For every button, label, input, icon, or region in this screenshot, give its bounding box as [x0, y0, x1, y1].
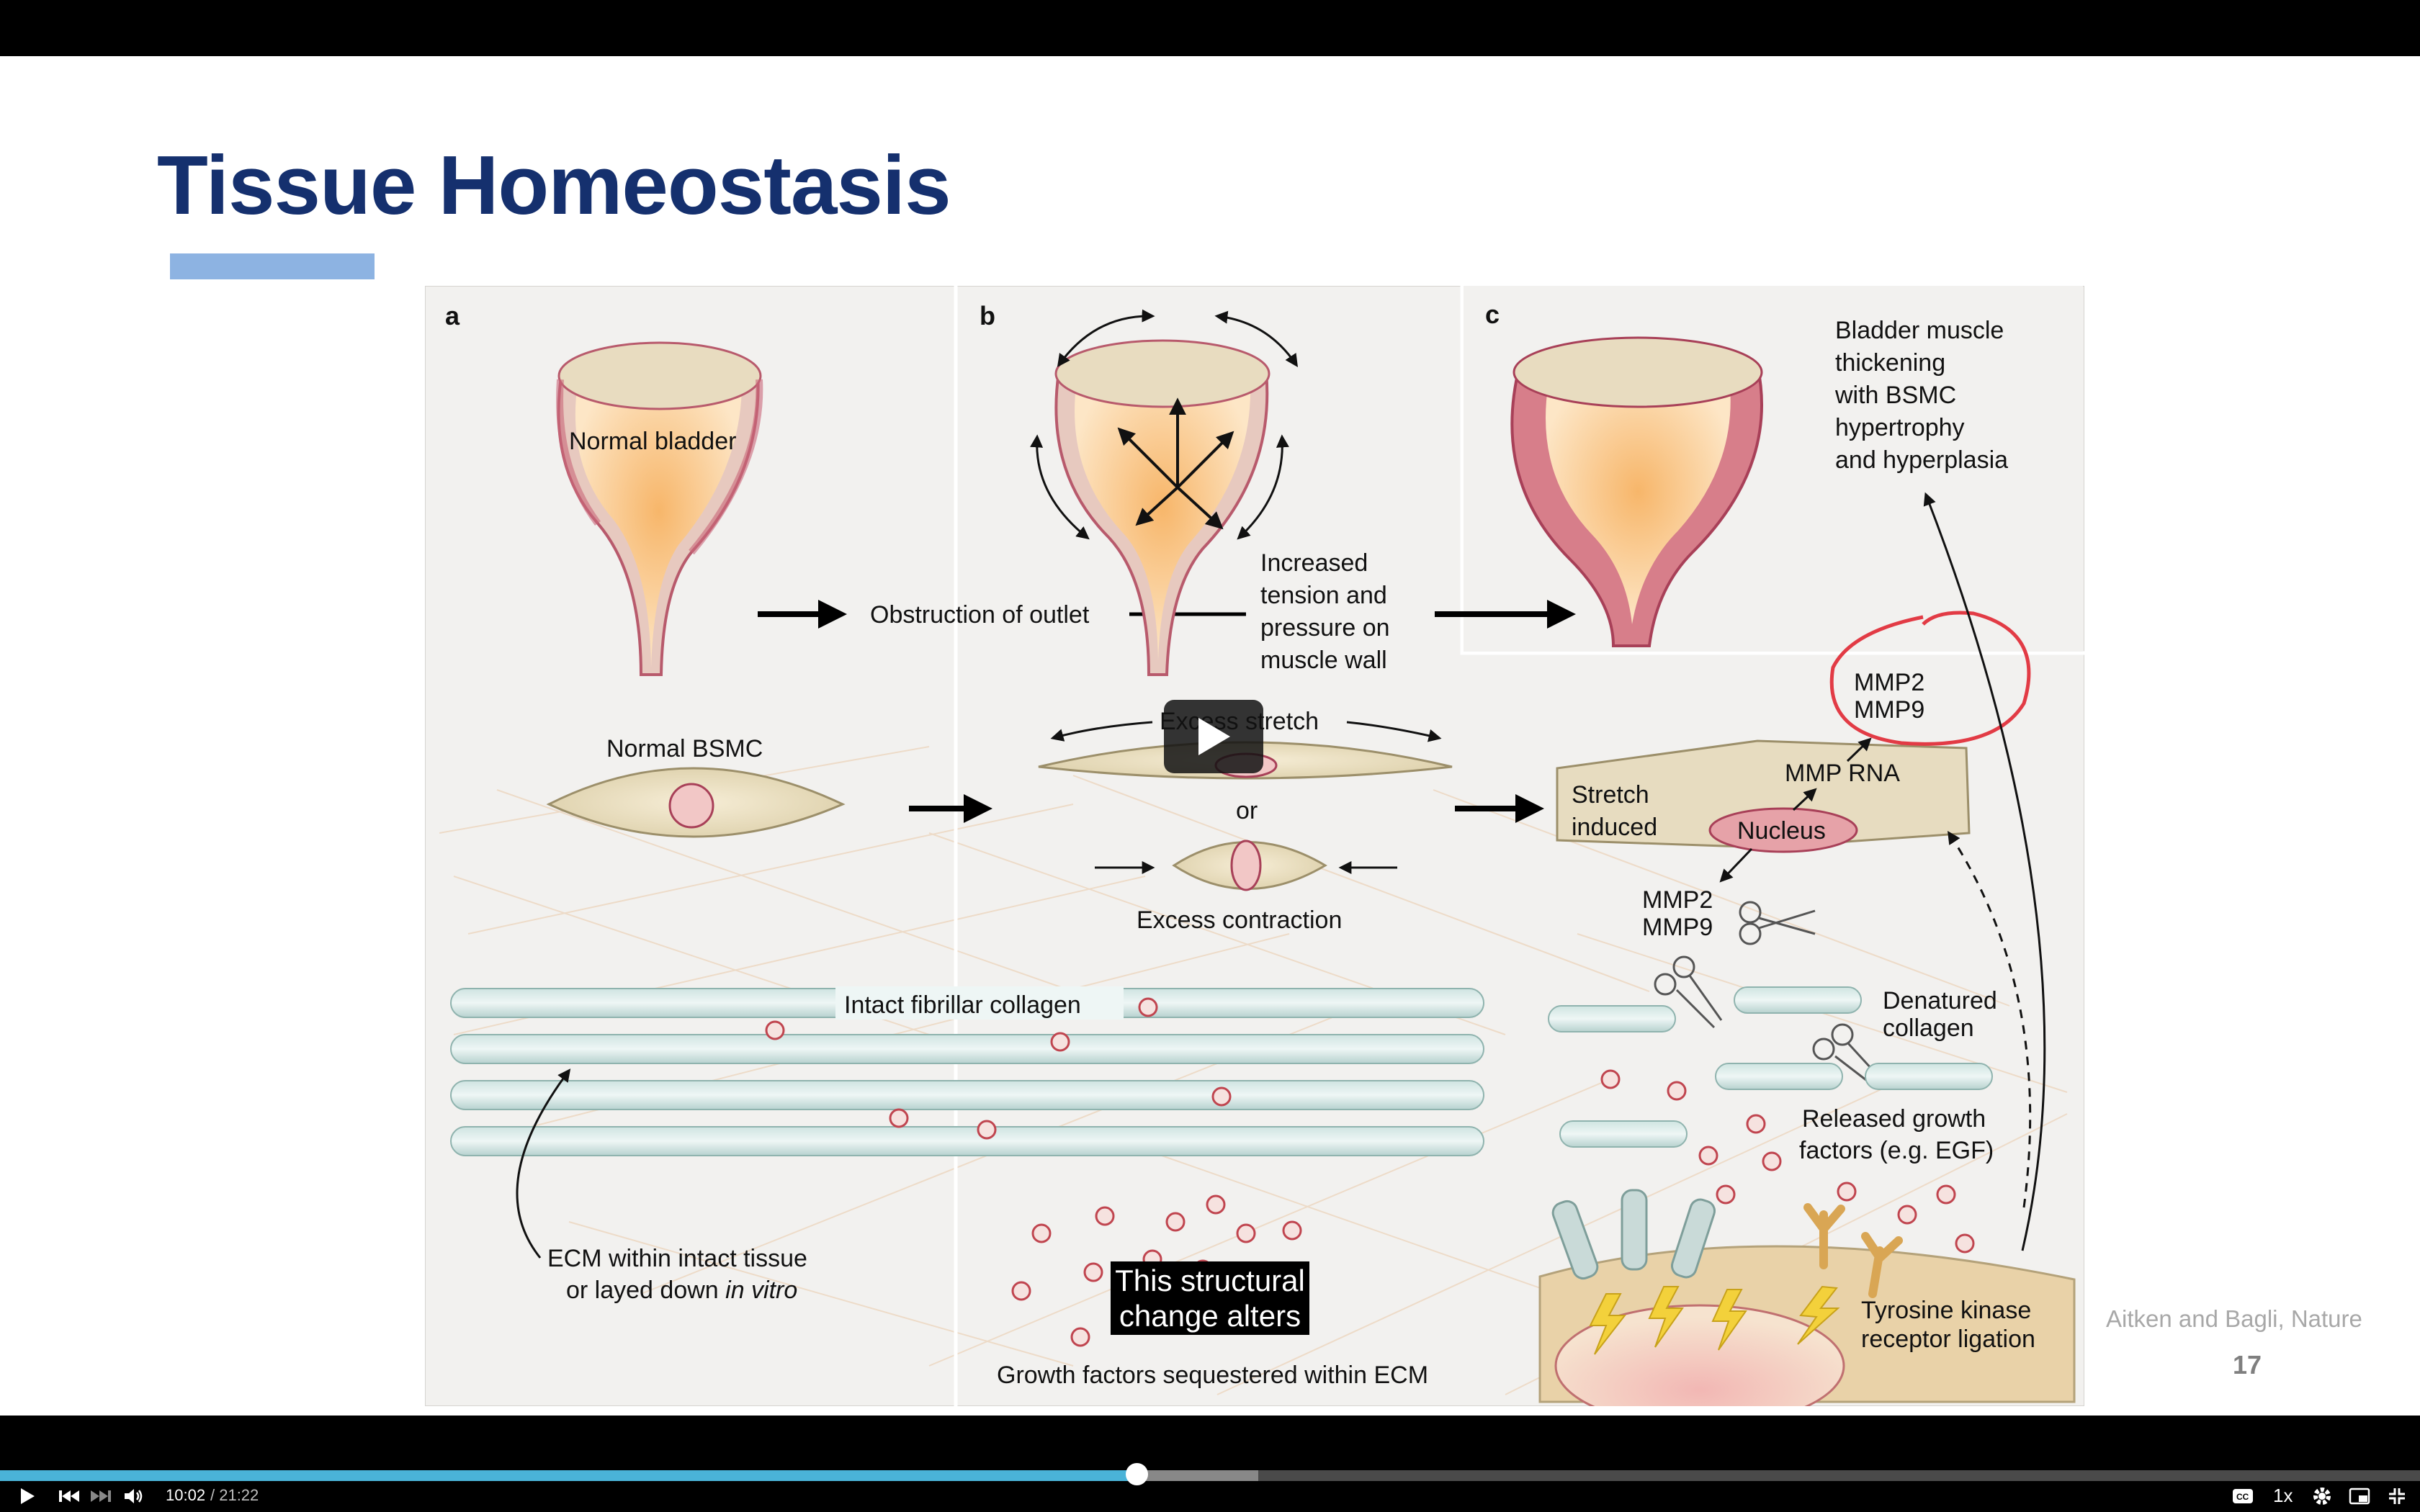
- tyrosine-kinase-receptors: Tyrosine kinase receptor ligation: [1538, 1189, 2076, 1406]
- svg-text:induced: induced: [1572, 814, 1657, 841]
- feedback-arrow: [1923, 492, 2046, 1251]
- excess-contraction-label: Excess contraction: [1137, 906, 1342, 934]
- svg-text:MMP9: MMP9: [1642, 914, 1713, 941]
- svg-text:and hyperplasia: and hyperplasia: [1835, 446, 2008, 474]
- play-icon: [21, 1488, 35, 1504]
- svg-text:Increased: Increased: [1260, 549, 1368, 577]
- captions-button[interactable]: CC: [2228, 1483, 2257, 1509]
- panel-label-a: a: [445, 301, 460, 330]
- svg-text:receptor ligation: receptor ligation: [1861, 1326, 2035, 1353]
- svg-text:Denatured: Denatured: [1883, 987, 1997, 1014]
- skip-back-icon: [59, 1490, 79, 1502]
- closed-caption: This structural change alters: [1111, 1261, 1309, 1335]
- progress-played: [0, 1470, 1137, 1481]
- normal-bsmc-label: Normal BSMC: [606, 735, 763, 762]
- citation: Aitken and Bagli, Nature: [2106, 1305, 2362, 1332]
- progress-thumb[interactable]: [1126, 1463, 1149, 1485]
- svg-text:muscle wall: muscle wall: [1260, 647, 1387, 674]
- settings-button[interactable]: [2308, 1483, 2336, 1509]
- panel-label-c: c: [1485, 300, 1500, 329]
- captions-icon: CC: [2233, 1489, 2253, 1503]
- svg-text:MMP9: MMP9: [1854, 696, 1924, 724]
- duration: / 21:22: [210, 1486, 259, 1504]
- skip-forward-button[interactable]: [88, 1483, 114, 1509]
- settings-icon: [2313, 1488, 2331, 1505]
- player-control-bar: [0, 1459, 2420, 1512]
- svg-text:collagen: collagen: [1883, 1014, 1974, 1042]
- volume-button[interactable]: [120, 1483, 148, 1509]
- denatured-collagen-fragments: [1548, 986, 1993, 1148]
- slide-page-number: 17: [2233, 1350, 2262, 1380]
- picture-in-picture-button[interactable]: [2345, 1483, 2374, 1509]
- exit-fullscreen-icon: [2389, 1488, 2405, 1504]
- playback-speed[interactable]: 1x: [2273, 1485, 2293, 1506]
- mmp-rna-label: MMP RNA: [1785, 760, 1900, 787]
- ecm-label-2: or layed down in vitro: [566, 1277, 797, 1304]
- play-icon: [1198, 718, 1230, 755]
- picture-in-picture-icon: [2349, 1488, 2370, 1505]
- svg-text:factors (e.g. EGF): factors (e.g. EGF): [1799, 1137, 1994, 1164]
- bladder-figure: a b c Normal bladder Obstruction of outl…: [425, 286, 2084, 1406]
- feedback-dashed-arrow: [1948, 830, 2032, 1208]
- svg-text:hypertrophy: hypertrophy: [1835, 414, 1965, 441]
- svg-text:tension and: tension and: [1260, 582, 1387, 609]
- slide-title: Tissue Homeostasis: [157, 138, 951, 232]
- svg-text:pressure on: pressure on: [1260, 614, 1390, 642]
- intact-collagen-label: Intact fibrillar collagen: [844, 991, 1081, 1019]
- svg-text:Nucleus: Nucleus: [1737, 817, 1826, 845]
- annotation-circle: [1829, 611, 2031, 746]
- stretch-induced-cell: [1556, 739, 1971, 849]
- normal-bladder-illustration: Normal bladder: [556, 341, 763, 676]
- svg-text:MMP2: MMP2: [1642, 886, 1713, 914]
- play-button[interactable]: [14, 1483, 40, 1509]
- svg-text:MMP2: MMP2: [1854, 669, 1924, 696]
- center-play-button[interactable]: [1164, 700, 1263, 773]
- growth-factor-particles: [765, 997, 1975, 1347]
- title-accent-bar: [170, 253, 375, 279]
- or-label: or: [1236, 797, 1258, 824]
- current-time: 10:02: [166, 1486, 206, 1504]
- skip-back-button[interactable]: [56, 1483, 82, 1509]
- svg-text:Stretch: Stretch: [1572, 781, 1649, 809]
- panel-label-b: b: [980, 301, 995, 330]
- normal-bladder-label: Normal bladder: [569, 428, 736, 455]
- caption-line: change alters: [1119, 1299, 1301, 1333]
- thickening-label: Bladder muscle thickening with BSMC hype…: [1834, 317, 2008, 474]
- stretched-bladder-illustration: [1030, 309, 1298, 676]
- exit-fullscreen-button[interactable]: [2383, 1483, 2411, 1509]
- caption-line: This structural: [1115, 1264, 1305, 1297]
- nucleus: [1708, 807, 1858, 853]
- tension-label: Increased tension and pressure on muscle…: [1260, 549, 1390, 674]
- thickened-bladder-illustration: [1510, 336, 1763, 647]
- svg-text:Tyrosine kinase: Tyrosine kinase: [1861, 1297, 2031, 1324]
- svg-text:Bladder muscle: Bladder muscle: [1835, 317, 2004, 344]
- svg-text:Released growth: Released growth: [1802, 1105, 1986, 1133]
- svg-text:thickening: thickening: [1835, 349, 1945, 377]
- volume-icon: [125, 1489, 143, 1503]
- obstruction-label: Obstruction of outlet: [870, 601, 1090, 629]
- svg-text:CC: CC: [2236, 1492, 2249, 1502]
- ecm-label-1: ECM within intact tissue: [547, 1245, 807, 1272]
- skip-forward-icon: [91, 1490, 111, 1502]
- progress-bar[interactable]: [0, 1463, 2420, 1485]
- svg-text:with BSMC: with BSMC: [1834, 382, 1956, 409]
- sequestered-label: Growth factors sequestered within ECM: [997, 1362, 1428, 1389]
